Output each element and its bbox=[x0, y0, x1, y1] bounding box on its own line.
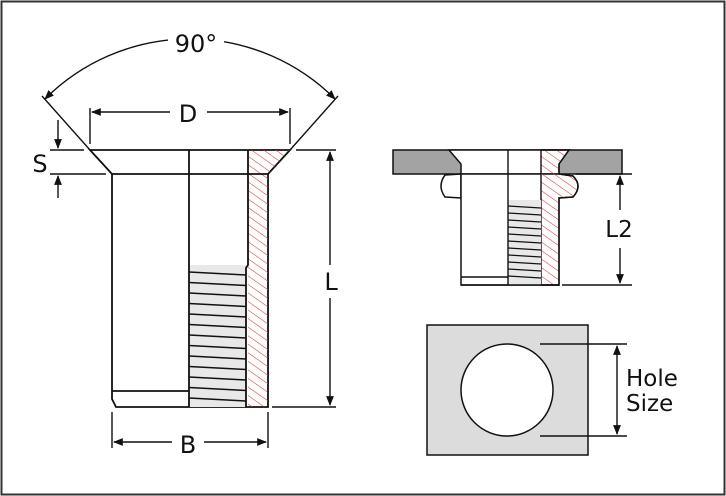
angle-extension-right bbox=[289, 95, 339, 151]
thread-line bbox=[188, 397, 247, 402]
length-label: L bbox=[324, 268, 338, 296]
angle-label: 90° bbox=[175, 30, 218, 58]
body-diameter-label: B bbox=[180, 431, 196, 459]
installed-hatched-wall bbox=[540, 149, 579, 286]
head-diameter-label: D bbox=[179, 100, 197, 128]
thread-line bbox=[188, 376, 247, 381]
thread-line bbox=[507, 240, 542, 244]
thread-line bbox=[507, 247, 542, 251]
internal-threads bbox=[188, 271, 247, 402]
angle-label-bg bbox=[168, 30, 224, 56]
hatched-wall-section bbox=[248, 150, 290, 407]
hole-size-dimension bbox=[540, 343, 627, 437]
thread-line bbox=[507, 233, 542, 237]
bore-wall-line bbox=[245, 150, 249, 407]
installed-bulge-left bbox=[440, 173, 462, 199]
thread-line bbox=[507, 226, 542, 230]
thread-line bbox=[188, 302, 247, 308]
thread-line bbox=[507, 261, 542, 265]
grip-length-dimension bbox=[562, 173, 632, 286]
thread-line bbox=[507, 254, 542, 258]
grip-length-label: L2 bbox=[605, 217, 632, 243]
thread-line bbox=[188, 271, 247, 276]
thread-line bbox=[507, 219, 542, 223]
angle-extension-left bbox=[41, 95, 91, 151]
hole-circle bbox=[460, 343, 554, 437]
head-diameter-dimension bbox=[89, 108, 291, 144]
installed-rivet-nut bbox=[392, 149, 623, 286]
thread-line bbox=[188, 323, 247, 329]
thread-line bbox=[188, 292, 247, 297]
thread-line bbox=[188, 313, 247, 318]
thread-line bbox=[188, 281, 247, 287]
thread-line bbox=[507, 212, 542, 216]
installed-internal-threads bbox=[507, 205, 542, 279]
thread-line bbox=[188, 386, 247, 392]
hole-size-label-bg bbox=[624, 364, 688, 418]
hole-size-label-line2: Size bbox=[626, 391, 673, 417]
body-diameter-dimension bbox=[111, 412, 269, 448]
thread-line bbox=[188, 344, 247, 350]
thread-line bbox=[507, 275, 542, 279]
length-dimension bbox=[272, 149, 336, 408]
thread-line bbox=[188, 365, 247, 371]
thread-line bbox=[188, 334, 247, 339]
head-thickness-dimension bbox=[50, 120, 106, 198]
thread-line bbox=[507, 268, 542, 272]
thread-line bbox=[188, 355, 247, 360]
hole-size-label-line1: Hole bbox=[626, 366, 678, 392]
thread-line bbox=[507, 205, 542, 209]
main-rivet-nut bbox=[87, 149, 293, 408]
head-thickness-label: S bbox=[32, 150, 47, 178]
hole-size-view bbox=[426, 324, 589, 456]
